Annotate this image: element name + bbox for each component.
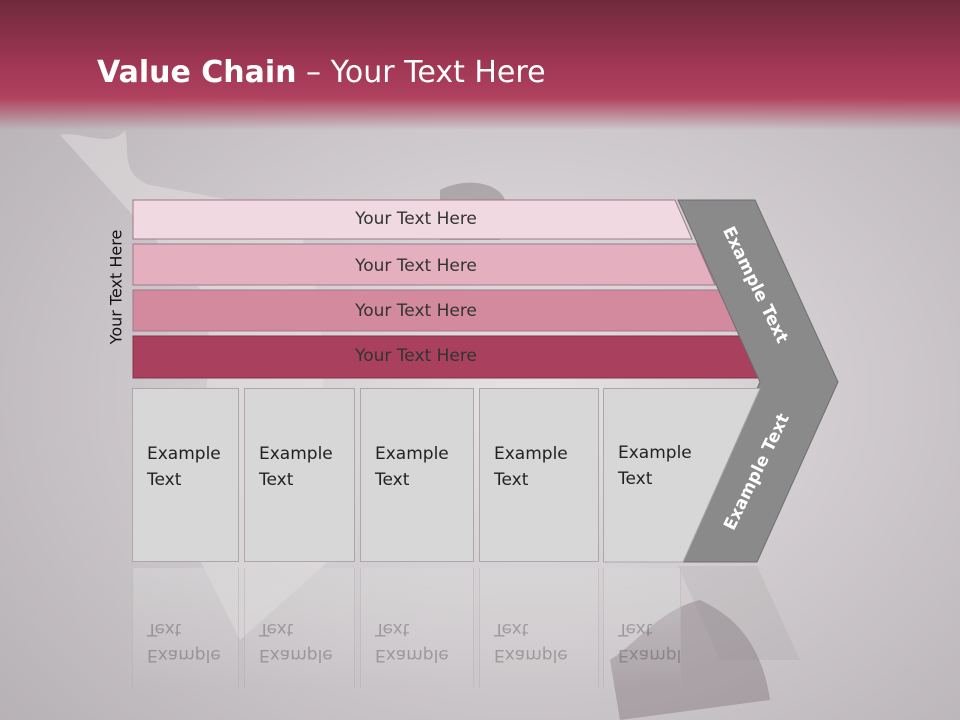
arrow-reflection xyxy=(678,566,800,660)
band-label-3: Your Text Here xyxy=(355,301,477,321)
activity-box-5-shape xyxy=(603,388,761,563)
header-bar xyxy=(0,0,960,130)
band-label-4: Your Text Here xyxy=(355,346,477,366)
title-rest: – Your Text Here xyxy=(296,55,546,90)
slide-title: Value Chain – Your Text Here xyxy=(97,55,546,90)
band-label-1: Your Text Here xyxy=(355,209,477,229)
band-2-shape xyxy=(132,243,716,286)
arrow-shape xyxy=(677,199,839,563)
band-1-shape xyxy=(132,199,693,240)
band-label-2: Your Text Here xyxy=(355,256,477,276)
title-bold: Value Chain xyxy=(97,55,297,90)
